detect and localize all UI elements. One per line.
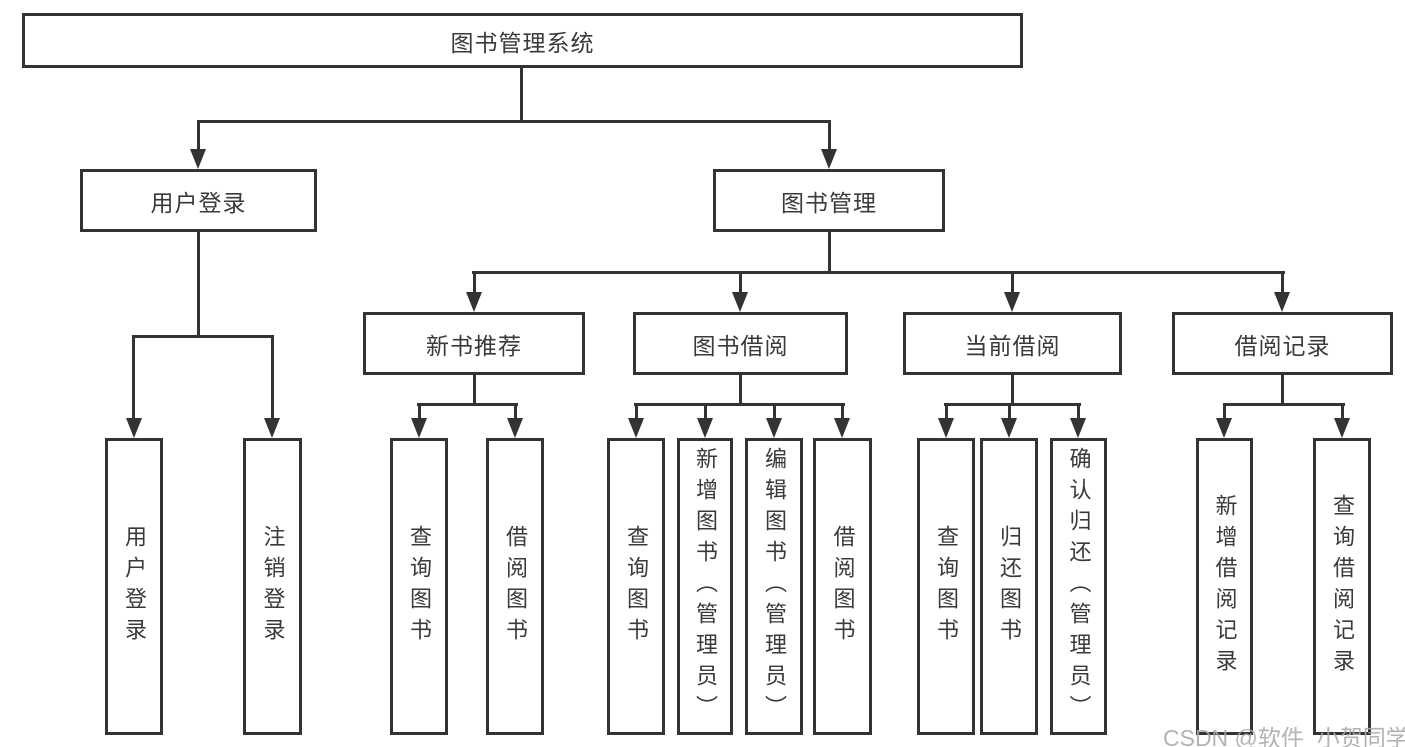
connector-line — [1341, 403, 1344, 420]
node-label: 新增图书（管理员） — [693, 447, 718, 726]
connector-line — [197, 120, 831, 123]
arrowhead-down — [264, 418, 280, 438]
connector-line — [1281, 271, 1284, 295]
connector-line — [1011, 375, 1014, 406]
connector-line — [945, 403, 948, 420]
node-label: 当前借阅 — [964, 332, 1061, 359]
connector-line — [1281, 375, 1284, 406]
node-label: 图书借阅 — [692, 332, 789, 359]
node-current-borrowing: 当前借阅 — [903, 312, 1122, 375]
connector-line — [841, 403, 844, 420]
connector-line — [132, 335, 274, 338]
connector-line — [1011, 271, 1014, 295]
arrowhead-down — [732, 292, 748, 312]
leaf-add-books-admin: 新增图书（管理员） — [677, 438, 733, 735]
connector-line — [473, 271, 476, 295]
node-label: 借阅记录 — [1234, 332, 1331, 359]
connector-line — [1077, 403, 1080, 420]
node-label: 图书管理系统 — [450, 29, 595, 56]
connector-line — [473, 375, 476, 406]
node-label: 借阅图书 — [503, 524, 528, 649]
connector-line — [634, 403, 845, 406]
node-label: 编辑图书（管理员） — [762, 447, 787, 726]
connector-line — [773, 403, 776, 420]
node-label: 查询借阅记录 — [1330, 493, 1355, 680]
connector-line — [739, 375, 742, 406]
leaf-user-login: 用户登录 — [105, 438, 163, 735]
connector-line — [197, 120, 200, 151]
connector-line — [1223, 403, 1226, 420]
connector-line — [132, 335, 135, 420]
leaf-confirm-return-admin: 确认归还（管理员） — [1050, 438, 1107, 735]
connector-line — [417, 403, 518, 406]
node-book-borrowing: 图书借阅 — [633, 312, 848, 375]
connector-line — [271, 335, 274, 420]
node-book-management: 图书管理 — [713, 169, 945, 232]
connector-line — [472, 271, 1285, 274]
node-library-management-system: 图书管理系统 — [22, 13, 1023, 68]
node-label: 图书管理 — [781, 189, 877, 216]
node-label: 用户登录 — [150, 189, 247, 216]
arrowhead-down — [466, 292, 482, 312]
connector-line — [514, 403, 517, 420]
connector-line — [739, 271, 742, 295]
node-label: 查询图书 — [624, 524, 649, 649]
node-label: 查询图书 — [407, 524, 432, 649]
arrowhead-down — [1274, 292, 1290, 312]
node-label: 归还图书 — [997, 524, 1022, 649]
connector-line — [635, 403, 638, 420]
arrowhead-down — [697, 418, 713, 438]
arrowhead-down — [1004, 292, 1020, 312]
arrowhead-down — [628, 418, 644, 438]
leaf-edit-books-admin: 编辑图书（管理员） — [745, 438, 803, 735]
node-label: 新书推荐 — [426, 332, 522, 359]
leaf-return-books: 归还图书 — [980, 438, 1038, 735]
connector-line — [828, 120, 831, 151]
leaf-borrow-books: 借阅图书 — [813, 438, 872, 735]
leaf-query-books-recommend: 查询图书 — [390, 438, 448, 735]
arrowhead-down — [821, 149, 837, 169]
connector-line — [944, 403, 1081, 406]
arrowhead-down — [1001, 418, 1017, 438]
arrowhead-down — [411, 418, 427, 438]
arrowhead-down — [1070, 418, 1086, 438]
node-user-login: 用户登录 — [80, 169, 317, 232]
leaf-query-books-borrowing: 查询图书 — [607, 438, 665, 735]
arrowhead-down — [507, 418, 523, 438]
leaf-query-books-current: 查询图书 — [917, 438, 975, 735]
node-label: 借阅图书 — [830, 524, 856, 649]
node-label: 用户登录 — [122, 524, 147, 649]
connector-line — [197, 232, 200, 338]
arrowhead-down — [1334, 418, 1350, 438]
connector-line — [418, 403, 421, 420]
arrowhead-down — [938, 418, 954, 438]
arrowhead-down — [834, 418, 850, 438]
connector-line — [828, 232, 831, 274]
node-label: 确认归还（管理员） — [1066, 447, 1092, 726]
leaf-add-borrow-record: 新增借阅记录 — [1196, 438, 1253, 735]
node-borrowing-records: 借阅记录 — [1172, 312, 1393, 375]
csdn-watermark: CSDN @软件_小贺同学 — [1163, 725, 1405, 747]
node-label: 新增借阅记录 — [1212, 493, 1238, 680]
arrowhead-down — [1216, 418, 1232, 438]
leaf-query-borrow-record: 查询借阅记录 — [1313, 438, 1371, 735]
arrowhead-down — [190, 149, 206, 169]
node-label: 注销登录 — [260, 524, 286, 649]
node-new-book-recommend: 新书推荐 — [363, 312, 585, 375]
leaf-logout: 注销登录 — [243, 438, 302, 735]
leaf-borrow-books-recommend: 借阅图书 — [486, 438, 544, 735]
arrowhead-down — [766, 418, 782, 438]
arrowhead-down — [126, 418, 142, 438]
connector-line — [704, 403, 707, 420]
node-label: 查询图书 — [934, 524, 959, 649]
connector-line — [1008, 403, 1011, 420]
connector-line — [1223, 403, 1345, 406]
connector-line — [520, 68, 523, 121]
